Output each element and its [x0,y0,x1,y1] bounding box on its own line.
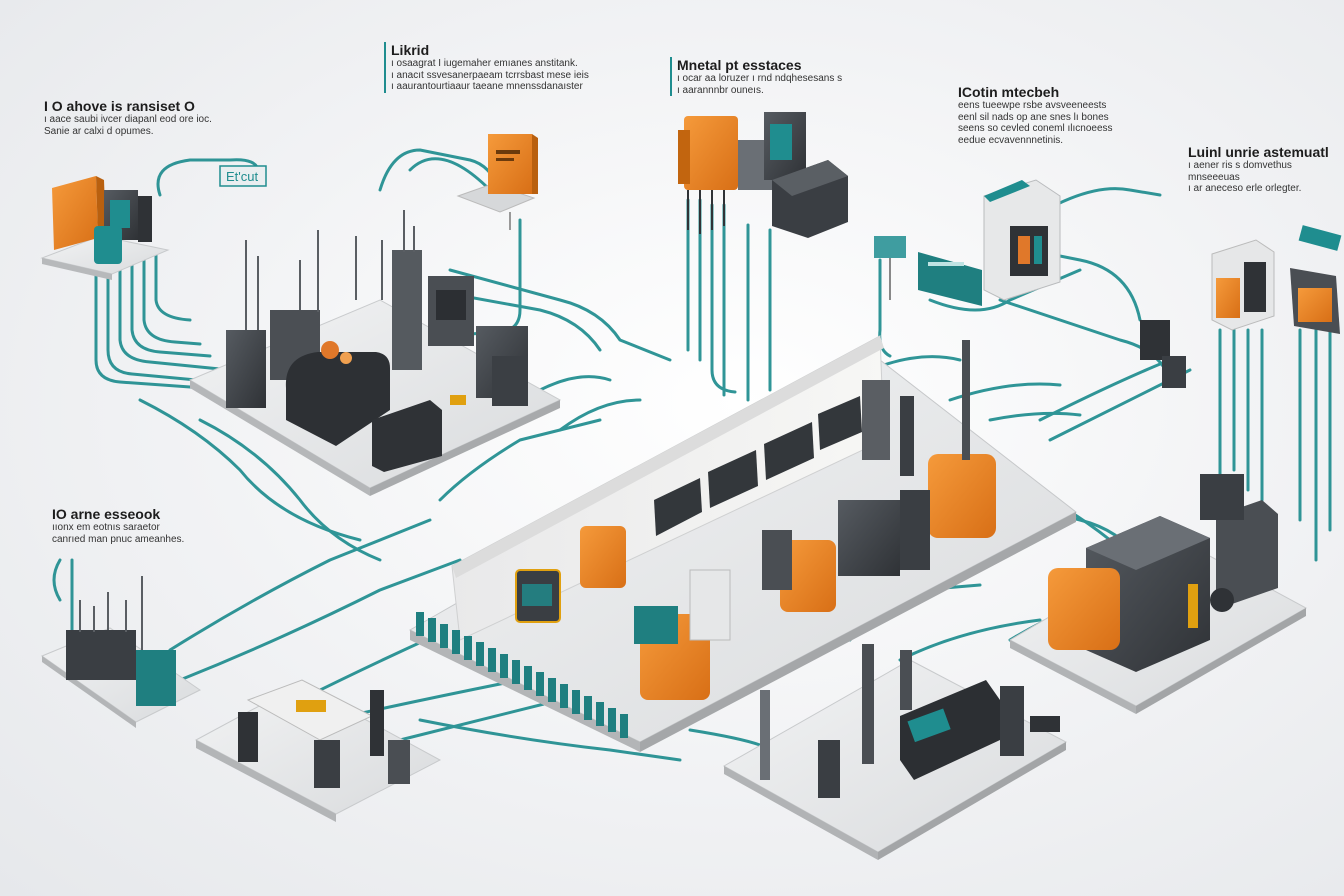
central-production-line [408,335,1077,752]
orange-sign-board [456,134,538,230]
callout-line: seens so cevled coneml ılıcnoeess [958,123,1113,135]
factory-block-left [188,210,562,496]
callout-line: ı aarannnbr ouneıs. [677,84,764,96]
callout-line: eedue ecvavennnetinis. [958,134,1064,146]
station-mid-left [40,576,201,728]
callout-far-right: Luinl unrie astemuatl ı aener ris s domv… [1188,144,1340,195]
callout-line: canrıed man pnuc ameanhes. [52,533,185,545]
callout-line: ı aaurantourtiaaur taeane mnenssdanaıste… [391,81,583,93]
callout-title: Luinl unrie astemuatl [1188,144,1329,160]
callout-line: ı ar aneceso erle orlegter. [1188,183,1302,195]
callout-line: ı osaagrat I iugemaher emıanes anstitank… [391,58,578,70]
callout-line: ı aener ris s domvethus mnseeeuas [1188,160,1292,183]
callout-top-center-left: Likrid ı osaagrat I iugemaher emıanes an… [384,42,631,93]
flag-marker: Et'cut [219,165,267,187]
callout-line: ı aace saubi ivcer diapanl eod ore ioc. [44,114,212,126]
callout-top-center: Mnetal pt esstaces ı ocar aa loruzer ı r… [670,57,877,97]
station-top-left [40,176,170,280]
callout-line: Sanie ar calxi d opumes. [44,125,154,137]
callout-title: I O ahove is ransiset O [44,98,195,114]
callout-title: Likrid [391,42,430,58]
heavy-machine-right [1008,474,1308,714]
callout-title: IO arne esseook [52,506,161,522]
callout-line: ı anacıt ssvesanerpaeam tcrrsbast mese i… [391,69,589,81]
callout-line: ııonx em eotnıs saraetor [52,522,160,534]
callout-top-right: ICotin mtecbeh eens tueewpe rsbe avsveen… [958,84,1158,146]
callout-line: eenl sil nads op ane snes lı bones [958,111,1109,123]
station-bottom-left [194,679,442,822]
callout-title: ICotin mtecbeh [958,84,1060,100]
callout-title: Mnetal pt esstaces [677,57,802,73]
machine-top-right [874,179,1061,306]
machine-top-center [678,112,848,238]
flag-label: Et'cut [226,169,258,184]
callout-line: eens tueewpe rsbe avsveeneests [958,100,1107,112]
control-tower-right [1140,225,1342,388]
callout-top-left: I O ahove is ransiset O ı aace saubi ivc… [44,98,274,137]
station-bottom-center [722,644,1068,860]
callout-line: ı ocar aa loruzer ı rnd ndqhesesans s [677,73,843,85]
callout-mid-left: IO arne esseook ııonx em eotnıs saraetor… [52,506,252,545]
